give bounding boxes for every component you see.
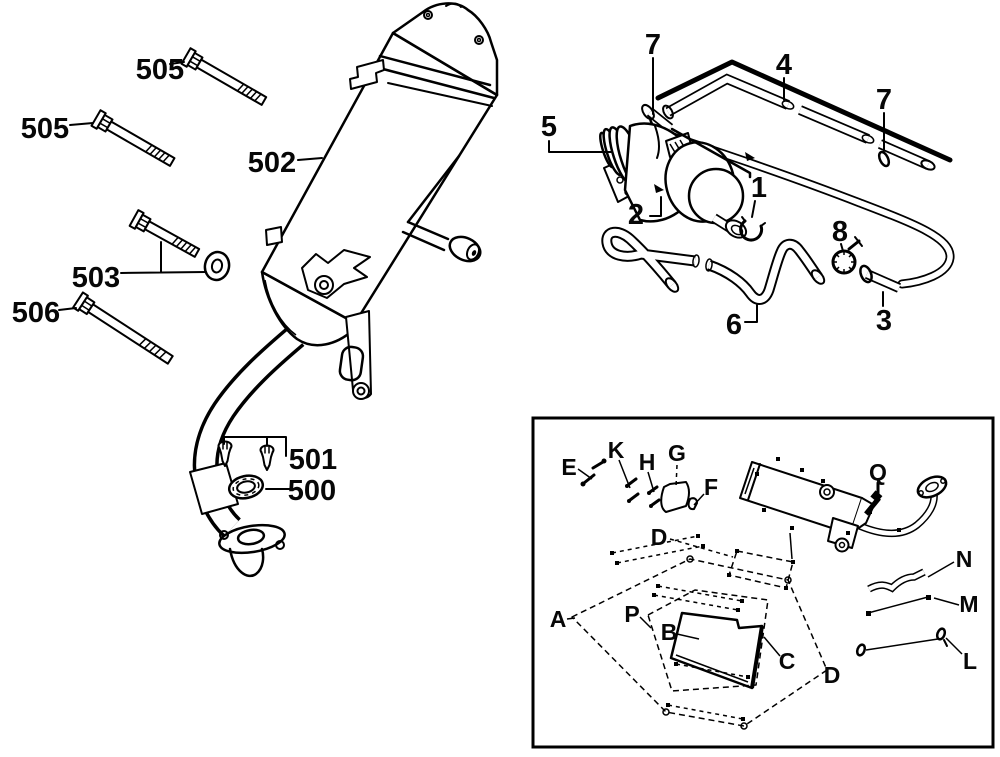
inset-overview-box: E K H G F Q D N M A P B C D L bbox=[531, 416, 995, 749]
part-label-5: 5 bbox=[541, 111, 557, 143]
part-label-502: 502 bbox=[248, 147, 296, 179]
inset-fasteners bbox=[580, 458, 698, 513]
ref-label-K: K bbox=[608, 437, 625, 463]
ref-label-E: E bbox=[561, 454, 576, 480]
bolt-Q bbox=[864, 481, 883, 516]
air-hose-6 bbox=[601, 226, 826, 305]
part-label-2: 2 bbox=[628, 199, 644, 231]
clip-1 bbox=[739, 219, 764, 242]
ref-label-G: G bbox=[668, 440, 686, 466]
hose-end-3 bbox=[859, 264, 902, 293]
part-label-1: 1 bbox=[751, 172, 767, 204]
grommet-7-right bbox=[877, 150, 891, 168]
air-valve-assembly bbox=[599, 103, 755, 239]
inset-gasket-layout bbox=[571, 532, 828, 730]
ref-label-A: A bbox=[550, 606, 567, 632]
ref-label-H: H bbox=[639, 449, 656, 475]
leader-lines-air bbox=[548, 57, 885, 323]
hanger-tab-lower bbox=[265, 226, 283, 246]
lower-stay-arm bbox=[338, 310, 372, 400]
push-nut-501-left bbox=[217, 440, 233, 467]
part-label-7-right: 7 bbox=[876, 84, 892, 116]
muffler-exploded-view: 505 505 502 503 506 501 500 bbox=[12, 2, 499, 578]
ref-label-D-upper: D bbox=[651, 524, 668, 550]
ref-label-D-lower: D bbox=[824, 662, 841, 688]
inset-right-parts bbox=[855, 568, 948, 657]
part-label-500: 500 bbox=[288, 475, 336, 507]
pipe-flange bbox=[218, 523, 286, 578]
outline-A bbox=[571, 558, 828, 727]
bolt-503 bbox=[128, 209, 201, 258]
part-label-3: 3 bbox=[876, 305, 892, 337]
part-label-503: 503 bbox=[72, 262, 120, 294]
screw-icon bbox=[745, 152, 755, 161]
gasket-500 bbox=[227, 474, 265, 500]
part-label-6: 6 bbox=[726, 309, 742, 341]
ref-label-M: M bbox=[959, 591, 978, 617]
washer-503 bbox=[203, 250, 231, 282]
clip-F bbox=[687, 497, 698, 511]
hanger-tab-upper bbox=[349, 59, 385, 90]
air-pipe-rail bbox=[655, 59, 953, 163]
ref-label-P: P bbox=[624, 601, 639, 627]
ref-label-C: C bbox=[779, 648, 796, 674]
ref-label-L: L bbox=[963, 648, 977, 674]
part-label-501: 501 bbox=[289, 444, 337, 476]
muffler-body-502 bbox=[260, 2, 499, 400]
bolt-506 bbox=[72, 291, 174, 365]
screw-icon bbox=[654, 184, 664, 193]
push-nut-501-right bbox=[259, 444, 275, 471]
leader-lines-main bbox=[58, 61, 323, 490]
ref-label-Q: Q bbox=[869, 459, 887, 485]
clamp-8 bbox=[831, 236, 863, 275]
air-injection-diagram: 7 4 7 5 1 2 8 6 3 bbox=[541, 29, 955, 341]
air-pipe-4 bbox=[662, 73, 936, 171]
part-label-4: 4 bbox=[776, 49, 792, 81]
part-label-505-top: 505 bbox=[136, 54, 184, 86]
outline-P bbox=[647, 589, 769, 692]
ref-label-F: F bbox=[704, 474, 718, 500]
ref-label-B: B bbox=[661, 619, 678, 645]
inset-muffler bbox=[739, 457, 948, 553]
part-label-506: 506 bbox=[12, 297, 60, 329]
bolt-505-top bbox=[180, 47, 268, 106]
leader-lines-inset bbox=[566, 459, 963, 657]
pipe-sleeve bbox=[189, 462, 239, 515]
plate-G bbox=[660, 481, 690, 513]
exhaust-pipe bbox=[189, 326, 305, 578]
ref-label-N: N bbox=[956, 546, 973, 572]
bolt-505-left bbox=[90, 109, 176, 167]
part-label-505-left: 505 bbox=[21, 113, 69, 145]
part-label-7-left: 7 bbox=[645, 29, 661, 61]
part-label-8: 8 bbox=[832, 216, 848, 248]
